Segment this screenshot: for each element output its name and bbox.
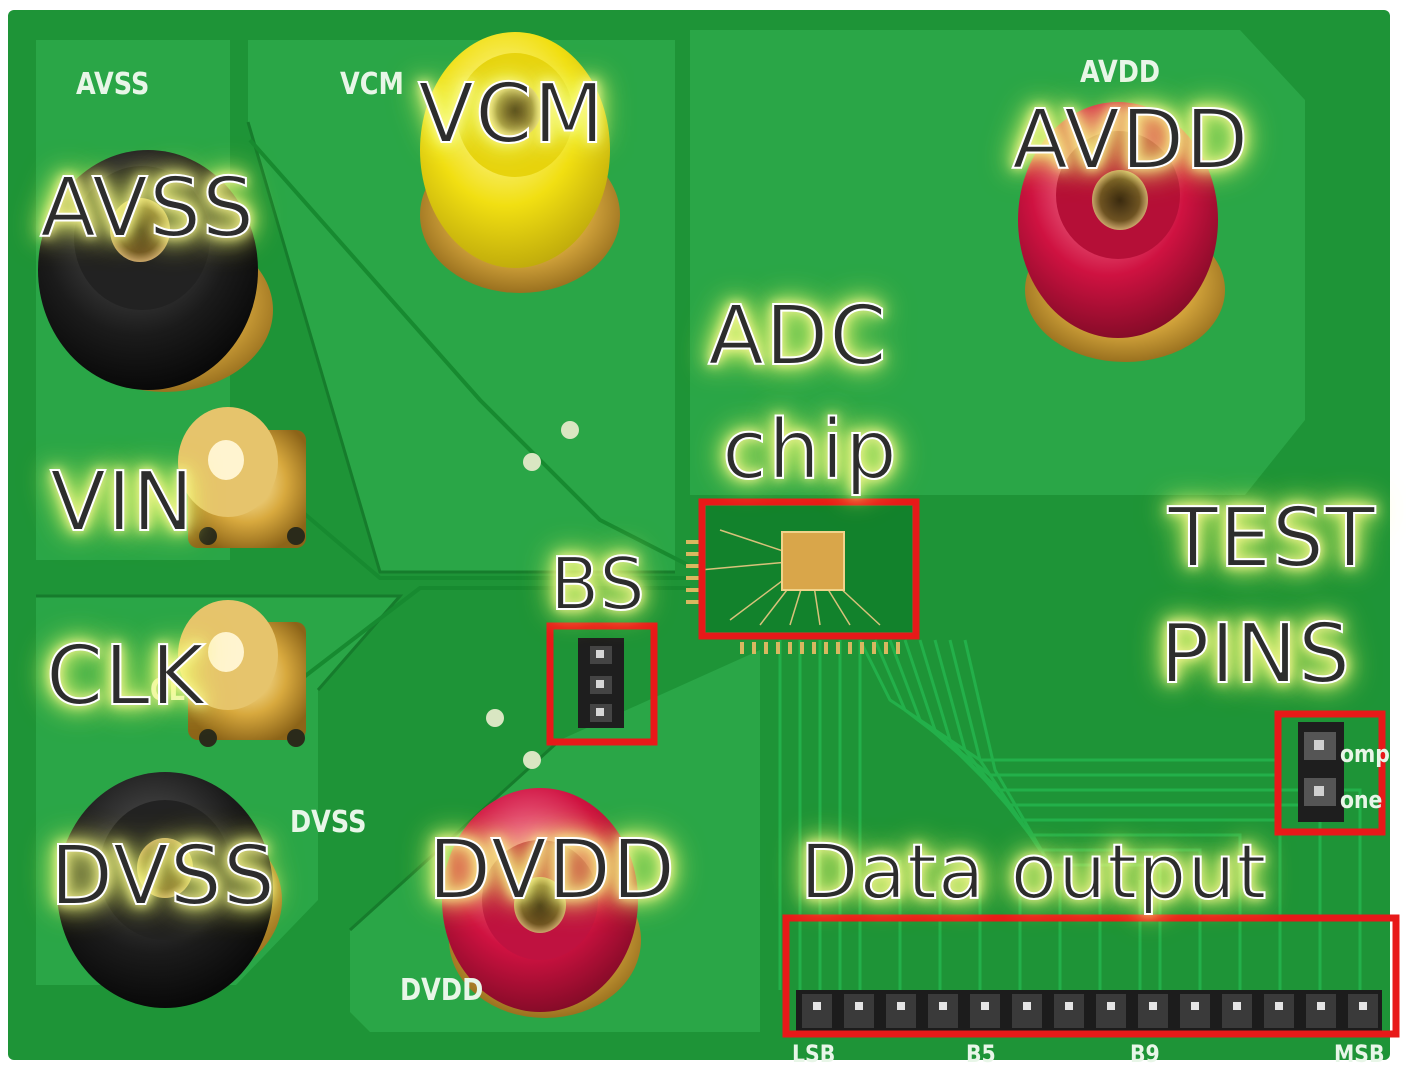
callout-avss: AVSS (39, 161, 256, 256)
callout-vin: VIN (49, 455, 195, 550)
data-output-header (796, 990, 1382, 1032)
silkscreen-dvdd: DVDD (400, 973, 484, 1008)
silkscreen-avss: AVSS (76, 67, 150, 102)
callout-adc-line1: ADC (707, 289, 888, 384)
silkscreen-avdd: AVDD (1080, 55, 1161, 90)
avdd-connector (1018, 102, 1225, 362)
silkscreen-b9: B9 (1130, 1040, 1160, 1068)
callout-data-output: Data output (799, 827, 1268, 916)
test-pins-highlight-box (1274, 710, 1386, 836)
silkscreen-done: one (1340, 786, 1383, 814)
avss-connector (38, 150, 273, 392)
silkscreen-vcm: VCM (340, 67, 404, 102)
silkscreen-lsb: LSB (792, 1040, 836, 1068)
silkscreen-msb: MSB (1334, 1040, 1385, 1068)
vin-sma-connector (178, 407, 306, 548)
callout-dvss: DVSS (49, 829, 276, 924)
silkscreen-comp: omp (1340, 740, 1390, 768)
callout-test-line2: PINS (1159, 607, 1352, 702)
callout-dvdd: DVDD (427, 823, 677, 918)
adc-chip-highlight-box (698, 498, 920, 640)
vcm-connector (420, 32, 620, 293)
clk-sma-connector (178, 600, 306, 747)
silkscreen-clk: CL (150, 673, 185, 708)
callout-vcm: VCM (417, 67, 606, 162)
callout-bs: BS (549, 542, 646, 626)
callout-clk: CLK (45, 629, 206, 724)
silkscreen-b5: B5 (966, 1040, 996, 1068)
data-output-highlight-box (782, 914, 1400, 1038)
callout-avdd: AVDD (1011, 93, 1250, 188)
dvdd-connector (442, 788, 641, 1018)
bs-jumper-header (578, 638, 624, 728)
callout-adc-line2: chip (721, 403, 898, 498)
silkscreen-dvss: DVSS (290, 805, 367, 840)
callout-test-line1: TEST (1167, 491, 1377, 586)
adc-chip (699, 506, 912, 632)
dvss-connector (57, 772, 282, 1008)
test-pin-header (1298, 722, 1344, 822)
bs-highlight-box (546, 622, 658, 746)
